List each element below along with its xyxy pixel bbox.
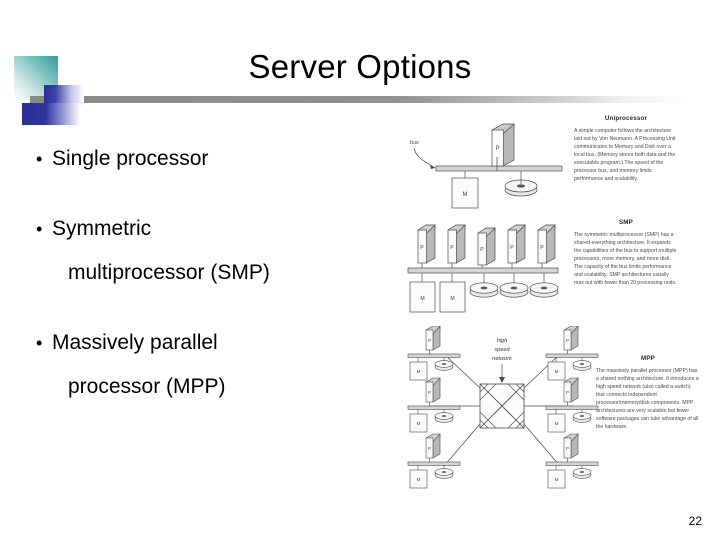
disk-icon [504,171,538,197]
svg-text:P: P [428,446,431,451]
mpp-node: P M [407,377,461,433]
svg-text:M: M [555,477,559,482]
svg-text:P: P [540,245,544,251]
processor-box: P [447,224,466,268]
disk-icon [529,273,559,298]
processor-box: P [537,224,556,268]
disk-icon [499,273,529,298]
svg-text:P: P [428,390,431,395]
memory-box: M [439,273,466,313]
decoration-blue-block-large [22,103,80,125]
page-title: Server Options [248,48,472,85]
svg-text:M: M [463,192,468,198]
processor-box: P [507,224,526,268]
svg-text:M: M [417,477,421,482]
svg-text:P: P [450,245,454,251]
svg-text:P: P [428,338,431,343]
smp-description: SMP The symmetric multiprocessor (SMP) h… [574,218,678,287]
mpp-node: P M [545,377,599,433]
svg-text:P: P [480,247,484,253]
diagram-smp: P P P P [404,216,720,320]
svg-text:P: P [510,245,514,251]
uniprocessor-body: A simple computer follows the architectu… [574,127,676,182]
bullet-marker-icon: • [36,149,43,169]
disk-icon [469,273,499,298]
svg-text:high: high [497,338,508,344]
diagram-mpp: high speed network P M [404,326,720,498]
processor-box: P [491,123,515,167]
svg-text:P: P [566,446,569,451]
mpp-node: P M [407,326,461,381]
mpp-node: P M [545,326,599,381]
svg-text:M: M [450,296,454,302]
mpp-figure: high speed network P M [407,326,599,489]
mpp-description: MPP The massively parallel processor (MP… [596,354,700,431]
bullet-marker-icon: • [36,333,43,353]
decoration-blue-block-small [44,85,84,105]
bullet-text: Single processor [52,147,209,170]
network-label: high speed network [492,338,513,362]
uniprocessor-figure: P M bus [410,123,563,209]
page-number: 22 [688,514,702,528]
svg-text:P: P [566,390,569,395]
mpp-body: The massively parallel processor (MPP) h… [596,367,699,431]
bullet-list: • Single processor • Symmetric multiproc… [36,146,386,444]
bullet-continuation: processor (MPP) [68,375,226,398]
bullet-marker-icon: • [36,219,43,239]
smp-heading: SMP [618,219,633,226]
mpp-node: P M [545,433,599,489]
svg-text:speed: speed [494,347,510,353]
mpp-node: P M [407,433,461,489]
bus-label: bus [410,140,419,146]
list-item: • Single processor [36,146,386,172]
switch-box [479,383,525,429]
memory-box: M [409,273,436,313]
bullet-text: Symmetric [52,217,152,240]
svg-text:P: P [420,245,424,251]
svg-text:P: P [566,338,569,343]
svg-text:M: M [417,369,421,374]
svg-text:M: M [555,421,559,426]
bullet-text: Massively parallel [52,331,218,354]
list-item: • Massively parallel [36,330,386,356]
svg-text:P: P [495,146,499,152]
diagram-uniprocessor: P M bus Uniprocessor A simp [404,112,720,212]
processor-box: P [477,227,496,268]
decoration-gray-bar [30,96,690,103]
processor-box: P [417,224,436,268]
svg-text:M: M [420,296,424,302]
smp-body: The symmetric multiprocessor (SMP) has a… [574,231,677,286]
uniprocessor-heading: Uniprocessor [604,115,648,122]
svg-text:network: network [492,356,513,362]
memory-box: M [451,177,479,209]
mpp-heading: MPP [640,355,655,362]
uniprocessor-description: Uniprocessor A simple computer follows t… [574,114,678,183]
smp-figure: P P P P [407,224,559,313]
list-item: • Symmetric [36,216,386,242]
svg-text:M: M [555,369,559,374]
bullet-continuation: multiprocessor (SMP) [68,261,270,284]
svg-text:M: M [417,421,421,426]
